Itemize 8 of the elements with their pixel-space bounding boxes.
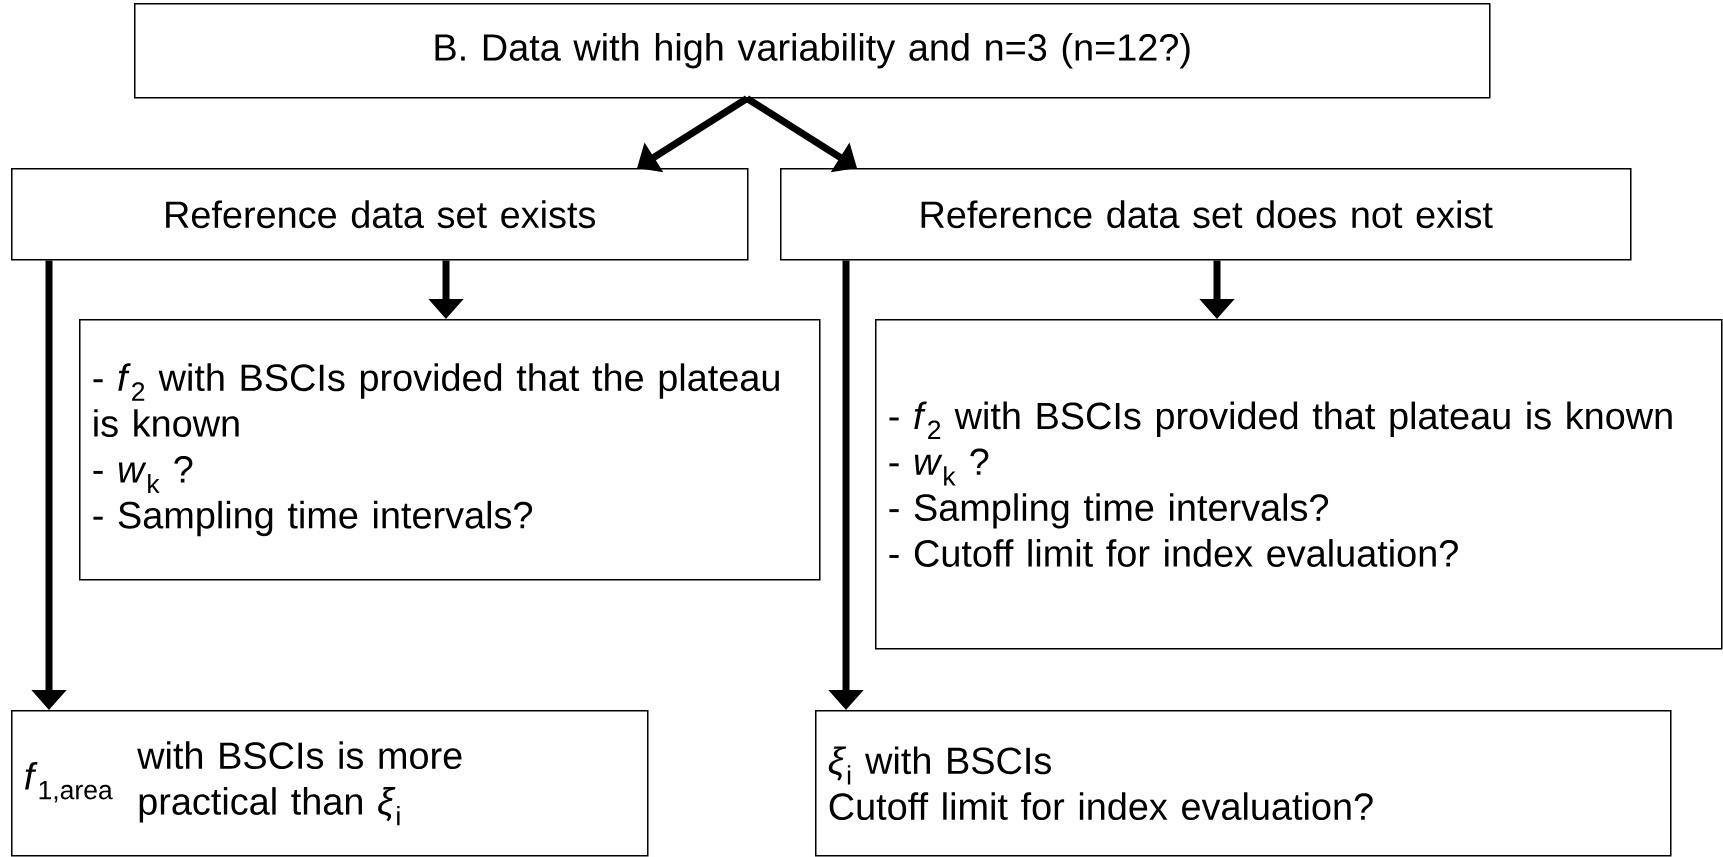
process-box: B. Data with high variability and n=3 (n=12?) [134,3,1491,99]
process-box: Reference data set does not exist [780,168,1632,261]
process-box: ξ$_{i}$ with BSCIs Cutoff limit for index evaluation? [815,710,1672,857]
process-box: - f$_{2}$ with BSCIs provided that plateau is known - w$_{k}$ ? - Sampling time intervals? - Cutoff limit for index evaluation? [875,319,1723,650]
process-box: Reference data set exists [11,168,749,261]
process-box: f$_{1,area}$ with BSCIs is more practical than ξ$_{i}$ [11,710,649,857]
process-box: - f$_{2}$ with BSCIs provided that the plateau is known - w$_{k}$ ? - Sampling time intervals? [79,319,821,581]
arrow [637,95,749,173]
